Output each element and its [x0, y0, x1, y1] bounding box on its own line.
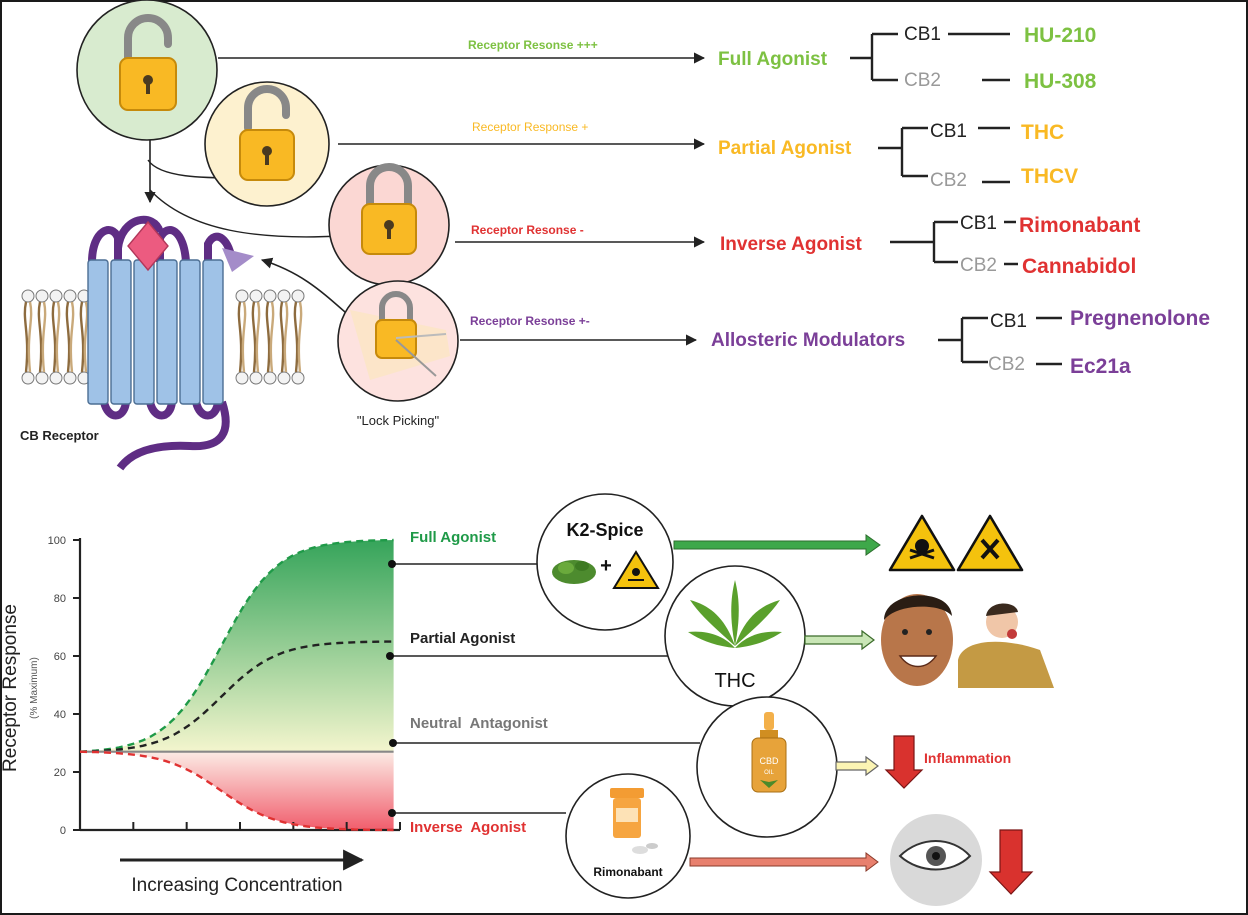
compound-hu308: HU-308: [1024, 70, 1097, 93]
thc-label: THC: [714, 670, 755, 692]
compound-thc: THC: [1021, 121, 1064, 144]
label-partial-agonist: Partial Agonist: [410, 630, 515, 647]
inflammation-label: Inflammation: [924, 750, 1011, 766]
label-inverse-agonist: Inverse Agonist: [410, 819, 526, 836]
full-cb2: CB2: [904, 70, 941, 91]
oil-bottle-text: OIL: [764, 770, 774, 776]
cell-membrane-icon: [21, 289, 305, 385]
leader-lines: [390, 563, 700, 814]
cbd-circle: CBD OIL: [696, 696, 838, 838]
closed-lock-icon: [328, 163, 450, 286]
open-lock-icon: [76, 0, 218, 141]
series-inverse-agonist: [79, 750, 394, 832]
y-tick-label: 100: [48, 535, 66, 547]
cbd-oil-bottle-icon: CBD OIL: [751, 712, 787, 793]
k2-spice-label: K2-Spice: [566, 520, 643, 540]
lock-picking-label: "Lock Picking": [357, 413, 440, 428]
series-partial-agonist: [79, 640, 394, 753]
response-allosteric: Receptor Resonse +-: [470, 314, 590, 328]
y-tick-label: 20: [54, 767, 66, 779]
y-tick-label: 60: [54, 651, 66, 663]
partial-cb2: CB2: [930, 170, 967, 191]
connector-allosteric: [260, 257, 346, 313]
y-axis-label: Receptor Response: [0, 604, 21, 772]
compound-hu210: HU-210: [1024, 24, 1096, 47]
leader-dots: [386, 560, 397, 817]
compound-thcv: THCV: [1021, 165, 1078, 188]
k2-spice-circle: K2-Spice +: [536, 493, 674, 631]
cbd-bottle-text: CBD: [759, 756, 779, 766]
herb-pile-icon: [552, 560, 596, 584]
y-tick-label: 0: [60, 825, 66, 837]
branch-brackets: [850, 32, 1062, 366]
y-tick-label: 80: [54, 593, 66, 605]
skull-hazard-icon: [888, 514, 956, 572]
picked-lock-icon: [337, 280, 459, 402]
x-axis-label: Increasing Concentration: [131, 875, 342, 896]
compound-rimonabant: Rimonabant: [1019, 214, 1140, 237]
cannabis-leaf-icon: [688, 580, 782, 648]
rimonabant-circle: Rimonabant: [565, 773, 691, 899]
allosteric-cb2: CB2: [988, 354, 1025, 375]
inverse-cb2: CB2: [960, 255, 997, 276]
response-full: Receptor Resonse +++: [468, 38, 598, 52]
series-full-agonist: [79, 538, 394, 753]
label-full-agonist: Full Agonist: [410, 529, 496, 546]
thc-circle: THC: [664, 565, 806, 707]
down-arrow-icon: [884, 735, 924, 789]
class-allosteric: Allosteric Modulators: [711, 330, 905, 351]
cb-receptor: [87, 215, 254, 471]
down-arrow-icon: [988, 829, 1034, 895]
full-agonist-area: [80, 540, 394, 752]
plus-sign: +: [600, 555, 612, 577]
compound-pregnenolone: Pregnenolone: [1070, 307, 1210, 330]
class-full-agonist: Full Agonist: [718, 49, 828, 70]
pill-bottle-icon: [610, 788, 658, 854]
partly-open-lock-icon: [204, 81, 330, 207]
smiling-face-icon: [881, 594, 953, 686]
class-inverse-agonist: Inverse Agonist: [720, 234, 863, 255]
y-axis-sublabel: (% Maximum): [29, 657, 40, 719]
cb-receptor-label: CB Receptor: [20, 428, 99, 443]
compound-ec21a: Ec21a: [1070, 355, 1131, 378]
class-partial-agonist: Partial Agonist: [718, 138, 852, 159]
response-partial: Receptor Response +: [472, 120, 588, 134]
toxic-hazard-icon: [612, 550, 660, 589]
rimonabant-label: Rimonabant: [593, 865, 662, 879]
harmful-hazard-icon: [956, 514, 1024, 572]
connector-inverse: [149, 189, 341, 238]
compound-cannabidol: Cannabidol: [1022, 255, 1136, 278]
y-tick-label: 40: [54, 709, 66, 721]
eye-icon: [890, 814, 982, 906]
allosteric-cb1: CB1: [990, 311, 1027, 332]
full-cb1: CB1: [904, 24, 941, 45]
dose-response-chart: 0 20 40 60 80 100 Increasing Concentration Re…: [0, 535, 401, 896]
label-neutral-antagonist: Neutral Antagonist: [410, 715, 548, 732]
vomiting-man-icon: [958, 603, 1054, 688]
inverse-cb1: CB1: [960, 213, 997, 234]
partial-cb1: CB1: [930, 121, 967, 142]
response-inverse: Receptor Resonse -: [471, 223, 584, 237]
inverse-agonist-area: [80, 751, 394, 830]
effect-arrows: [673, 534, 881, 872]
